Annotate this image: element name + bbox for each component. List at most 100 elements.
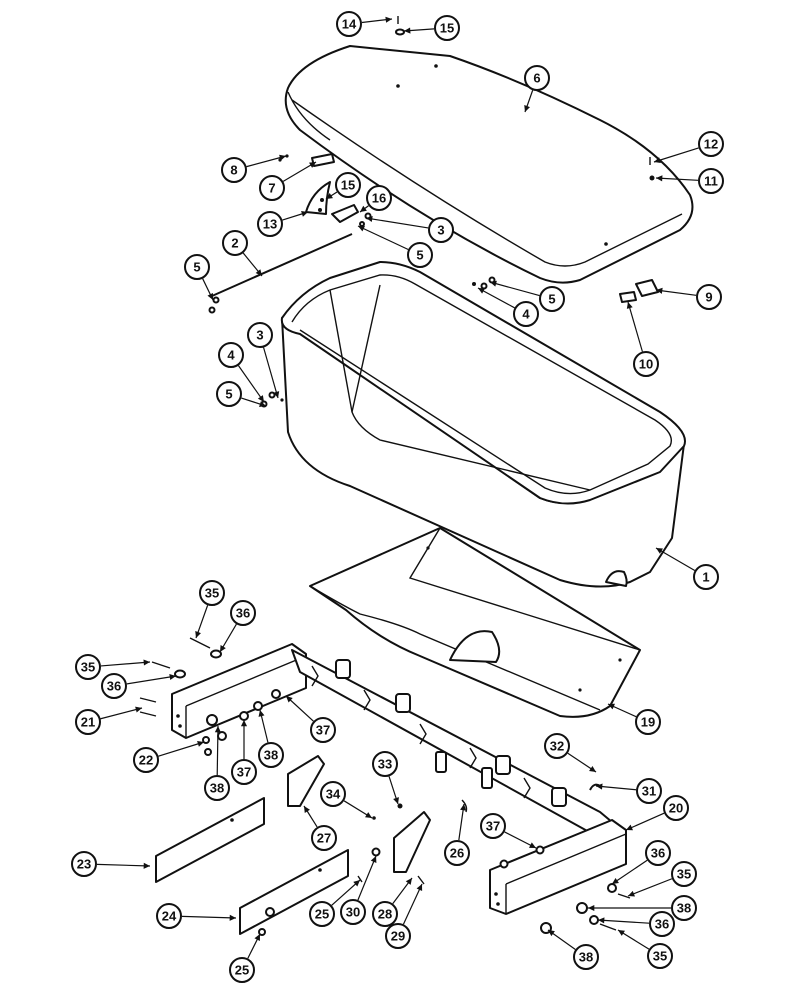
callout-c12: 12: [653, 131, 724, 164]
leader-arrowhead: [258, 710, 265, 717]
callout-c29: 29: [385, 883, 423, 949]
leader-line: [402, 883, 423, 925]
callout-circle: [335, 172, 361, 198]
leader-arrowhead: [240, 720, 248, 727]
callout-label: 36: [651, 846, 665, 861]
leader-line: [627, 878, 673, 897]
callout-c35a: 35: [195, 580, 225, 639]
callout-circle: [633, 351, 659, 377]
leader-line: [262, 347, 279, 399]
leader-line: [489, 281, 540, 297]
leader-line: [477, 287, 515, 309]
callout-circle: [340, 899, 366, 925]
callout-c37a: 37: [285, 695, 336, 743]
callout-circle: [247, 322, 273, 348]
callout-label: 30: [346, 905, 360, 920]
leader-arrowhead: [654, 157, 661, 164]
leader-arrowhead: [529, 842, 536, 848]
callout-label: 15: [341, 178, 355, 193]
callout-label: 14: [342, 17, 357, 32]
callout-circle: [372, 751, 398, 777]
leader-arrowhead: [195, 631, 201, 638]
leader-arrowhead: [626, 302, 633, 309]
callout-label: 37: [237, 765, 251, 780]
leader-arrowhead: [656, 548, 663, 554]
callout-label: 26: [450, 846, 464, 861]
callout-c15a: 15: [403, 15, 460, 41]
callout-circle: [696, 284, 722, 310]
callout-label: 7: [268, 181, 275, 196]
callout-label: 19: [641, 715, 655, 730]
callout-circle: [671, 895, 697, 921]
leader-arrowhead: [460, 804, 467, 811]
leader-line: [611, 859, 648, 885]
callout-circle: [544, 733, 570, 759]
callout-label: 25: [235, 963, 249, 978]
leader-line: [96, 863, 151, 867]
callout-circle: [636, 778, 662, 804]
callout-c36d: 36: [597, 911, 675, 937]
callout-c25a: 25: [309, 879, 361, 927]
callout-c4b: 4: [218, 342, 265, 403]
callout-c22: 22: [133, 740, 205, 773]
callout-c38c: 38: [588, 895, 697, 921]
callout-c31: 31: [595, 778, 662, 804]
callout-circle: [216, 381, 242, 407]
callout-label: 29: [391, 929, 405, 944]
leader-arrowhead: [360, 205, 367, 212]
callout-c16: 16: [359, 185, 392, 213]
callout-circle: [231, 759, 257, 785]
callout-circle: [444, 840, 470, 866]
leader-arrowhead: [358, 225, 365, 232]
callout-c37b: 37: [231, 720, 257, 785]
callout-label: 38: [210, 781, 224, 796]
callout-c3a: 3: [365, 215, 454, 243]
leader-line: [100, 661, 151, 667]
callout-label: 28: [378, 907, 392, 922]
callout-c25b: 25: [229, 933, 261, 983]
callout-label: 5: [548, 292, 555, 307]
callout-c35d: 35: [617, 929, 673, 969]
leader-arrowhead: [279, 154, 286, 161]
callout-label: 21: [81, 715, 95, 730]
callout-label: 5: [416, 248, 423, 263]
callout-label: 6: [533, 71, 540, 86]
leader-arrowhead: [404, 27, 411, 34]
callout-c3b: 3: [247, 322, 280, 399]
callout-label: 4: [227, 348, 235, 363]
callout-c38a: 38: [204, 725, 230, 801]
callout-c10: 10: [626, 301, 659, 377]
callout-label: 5: [193, 260, 200, 275]
leader-arrowhead: [490, 280, 497, 287]
leader-line: [365, 217, 429, 229]
callout-circle: [222, 230, 248, 256]
callout-label: 37: [486, 819, 500, 834]
leader-arrowhead: [257, 395, 264, 402]
callout-label: 38: [677, 901, 691, 916]
callout-circle: [693, 564, 719, 590]
leader-arrowhead: [608, 703, 615, 710]
leader-arrowhead: [612, 877, 619, 884]
leader-line: [282, 161, 317, 182]
callout-label: 27: [317, 831, 331, 846]
callout-label: 33: [378, 757, 392, 772]
leader-line: [357, 225, 409, 251]
callout-circle: [366, 185, 392, 211]
callout-c20: 20: [625, 795, 689, 831]
callout-c38d: 38: [547, 929, 599, 970]
leader-arrowhead: [214, 726, 221, 733]
callout-label: 3: [256, 328, 263, 343]
callout-label: 15: [440, 21, 454, 36]
callout-circle: [184, 254, 210, 280]
callout-c38b: 38: [258, 709, 284, 768]
callout-c1: 1: [655, 547, 719, 590]
leader-arrowhead: [326, 193, 333, 199]
leader-arrowhead: [220, 645, 226, 652]
leader-arrowhead: [254, 934, 260, 941]
callout-circle: [101, 673, 127, 699]
callout-circle: [524, 65, 550, 91]
callout-circle: [257, 211, 283, 237]
leader-arrowhead: [286, 696, 293, 703]
callout-circle: [230, 600, 256, 626]
callout-circle: [199, 580, 225, 606]
